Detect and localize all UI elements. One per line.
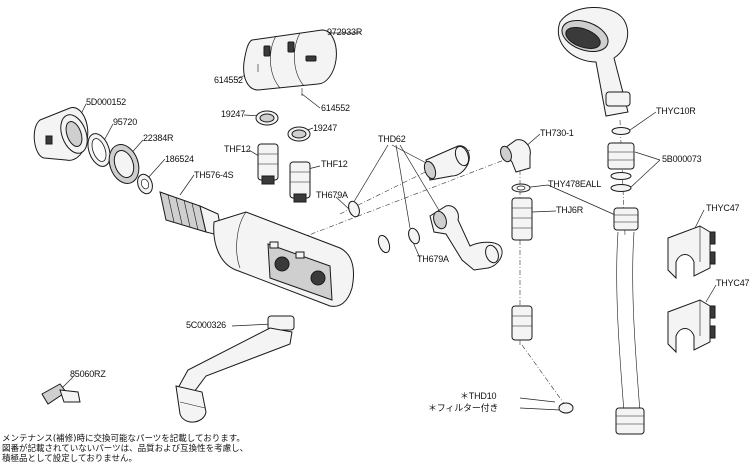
label-TH679A-b: TH679A [417, 254, 449, 264]
washer-186524 [137, 173, 153, 195]
thermo-cartridge [159, 191, 223, 237]
service-key [41, 383, 81, 405]
valve-body [213, 211, 354, 307]
label-22384R: 22384R [143, 133, 174, 143]
label-19247-b: 19247 [313, 123, 337, 133]
hose-holder-upper [667, 225, 716, 280]
footer-notes: メンテナンス(補修)時に交換可能なパーツを記載しております。 図番が記載されてい… [2, 433, 248, 464]
elbow-arm [429, 205, 503, 271]
shower-fittings [607, 127, 635, 192]
connector-thj6r [511, 197, 533, 241]
ring-22384R [108, 144, 140, 184]
hose-holder-lower [667, 299, 716, 354]
handle-cap [243, 29, 337, 96]
label-5C000326: 5C000326 [186, 320, 226, 330]
oring-th679a-left [348, 200, 360, 218]
label-THJ6R: THJ6R [556, 205, 584, 215]
filter-thd10 [511, 305, 574, 414]
union-fitting-upper [423, 145, 470, 181]
footer-note-line-2: 図番が記載されていないパーツは、品質および互換性を考慮し、 [2, 443, 248, 454]
label-THYC47-a: THYC47 [706, 203, 740, 213]
label-186524: 186524 [165, 154, 194, 164]
union-fitting-lower [377, 227, 420, 254]
washer-th730 [511, 183, 531, 193]
label-THYC10R: THYC10R [656, 106, 696, 116]
shower-head [557, 7, 631, 117]
label-THYC47-b: THYC47 [716, 278, 750, 288]
part-labels: 972933R 614552 614552 5D000152 95720 223… [70, 27, 750, 413]
spout [175, 315, 295, 423]
label-THD62: THD62 [378, 134, 406, 144]
label-85060RZ: 85060RZ [70, 369, 106, 379]
label-19247-a: 19247 [221, 109, 245, 119]
elbow-th730 [500, 139, 531, 173]
label-614552-b: 614552 [321, 103, 350, 113]
footer-note-line-1: メンテナンス(補修)時に交換可能なパーツを記載しております。 [2, 433, 245, 444]
label-TH679A-a: TH679A [316, 190, 348, 200]
check-valve-right [287, 126, 311, 203]
cylinder-sleeve [33, 107, 89, 161]
label-THF12-b: THF12 [321, 159, 348, 169]
snap-ring-95720 [87, 133, 111, 167]
label-THY478EALL: THY478EALL [548, 179, 601, 189]
label-TH730-1: TH730-1 [540, 128, 574, 138]
label-5B000073: 5B000073 [662, 154, 702, 164]
label-THF12-a: THF12 [224, 144, 251, 154]
label-5D000152: 5D000152 [86, 97, 126, 107]
label-TH576-4S: TH576-4S [194, 170, 234, 180]
label-THD10: ＊THD10 [460, 391, 497, 401]
leader-lines [61, 32, 717, 411]
label-filter-note: ＊フィルター付き [428, 403, 498, 413]
label-614552-a: 614552 [214, 75, 243, 85]
check-valve-left [255, 110, 279, 185]
footer-note-line-3: 積極品として設定しておりません。 [2, 453, 137, 464]
label-972933R: 972933R [327, 27, 363, 37]
label-95720: 95720 [113, 117, 137, 127]
shower-hose [613, 207, 645, 435]
